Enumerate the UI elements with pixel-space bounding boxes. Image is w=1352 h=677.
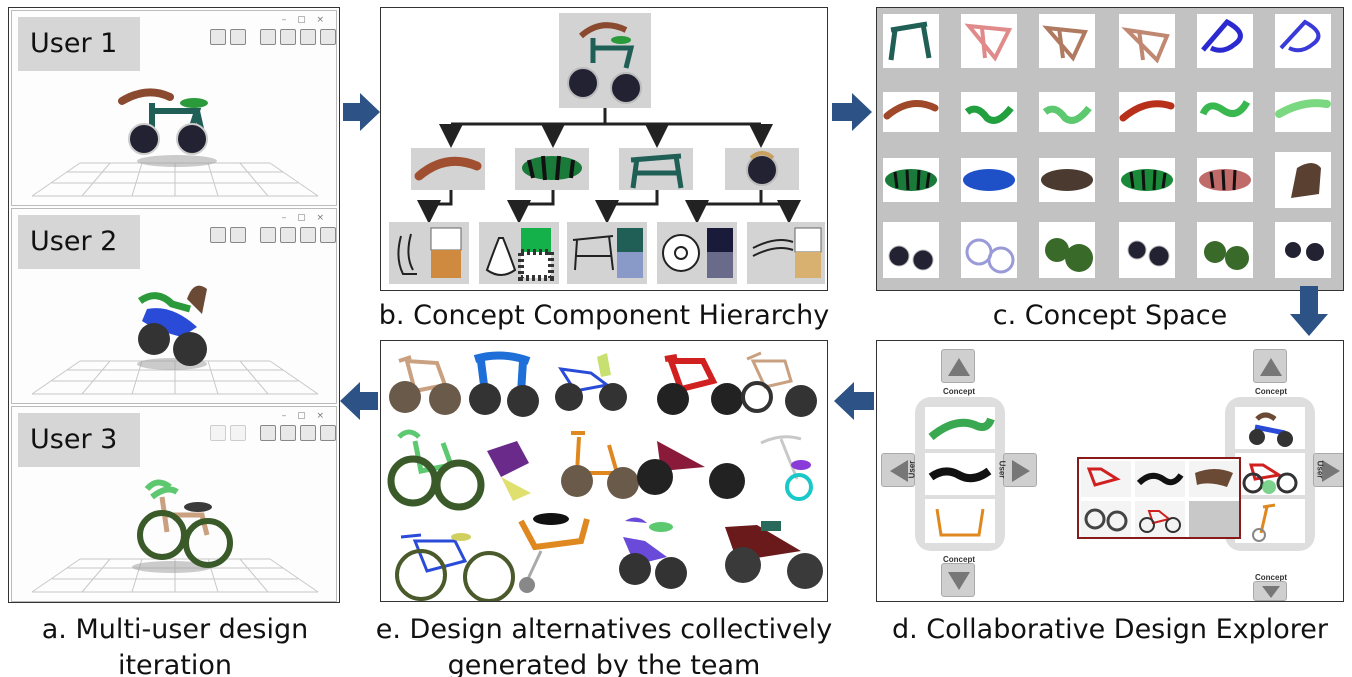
user-left-arrow[interactable] (881, 453, 915, 487)
export-icon[interactable] (320, 425, 336, 441)
user-right-arrow[interactable] (1003, 453, 1037, 487)
user-1-window: User 1 – ▢ × (11, 10, 337, 206)
window-controls-icon[interactable]: – ▢ × (281, 15, 328, 25)
user-3-window: User 3 – ▢ × (11, 406, 337, 602)
selection-tile-saddle[interactable] (1189, 461, 1239, 497)
concept-space-grid (883, 14, 1331, 278)
user-3-viewport[interactable] (12, 407, 337, 602)
upload-icon[interactable] (300, 425, 316, 441)
redo-icon[interactable] (230, 227, 246, 243)
left-explorer-column (915, 397, 1005, 551)
panel-design-alternatives (380, 340, 828, 602)
image-icon[interactable] (260, 29, 276, 45)
bike-alt-5 (741, 351, 817, 417)
selection-tile-seat[interactable] (1135, 461, 1185, 497)
concept-up-arrow[interactable] (941, 349, 975, 383)
concept-label-top-right: Concept (1255, 387, 1287, 396)
concept-down-arrow[interactable] (941, 563, 975, 597)
export-icon[interactable] (320, 29, 336, 45)
undo-icon[interactable] (210, 29, 226, 45)
caption-d: d. Collaborative Design Explorer (891, 614, 1328, 645)
redo-icon[interactable] (230, 425, 246, 441)
bike-alt-12 (518, 513, 590, 593)
export-icon[interactable] (320, 227, 336, 243)
arrow-d-to-e (834, 382, 874, 420)
user-3-tag: User 3 (18, 413, 140, 467)
user-1-viewport[interactable] (12, 11, 337, 206)
upload-icon[interactable] (300, 29, 316, 45)
user-label-left: User (907, 460, 917, 479)
undo-icon[interactable] (210, 425, 226, 441)
concept-up-arrow-right[interactable] (1253, 349, 1287, 383)
bike-alt-8 (561, 431, 639, 499)
user-right-arrow-right[interactable] (1313, 453, 1343, 487)
selection-tile-wheels[interactable] (1081, 501, 1131, 537)
caption-c: c. Concept Space (992, 300, 1228, 331)
window-controls-icon[interactable]: – ▢ × (281, 213, 328, 223)
bike-alt-13 (619, 517, 687, 589)
image-icon[interactable] (260, 425, 276, 441)
arrow-b-to-c (832, 93, 872, 131)
explorer-tile-bike-1[interactable] (1235, 407, 1305, 449)
bike-alt-4 (657, 354, 743, 415)
selection-tile-bike[interactable] (1135, 501, 1185, 537)
user-2-tag: User 2 (18, 215, 140, 269)
user-label-right: User (1315, 460, 1325, 479)
caption-a: a. Multi-user design iteration (41, 614, 309, 677)
undo-icon[interactable] (210, 227, 226, 243)
bike-alt-9 (637, 433, 745, 499)
bike-alt-2 (469, 351, 539, 417)
bike-alt-3 (555, 353, 627, 411)
bike-alt-11 (395, 533, 515, 601)
bike-alt-1 (389, 355, 461, 415)
bike-alt-7 (487, 441, 531, 501)
explorer-tile-bike-3[interactable] (1235, 499, 1305, 543)
arrow-a-to-b (343, 93, 380, 131)
concept-down-arrow-right[interactable] (1253, 581, 1287, 601)
save-icon[interactable] (280, 227, 296, 243)
window-controls-icon[interactable]: – ▢ × (281, 411, 328, 421)
selection-tile-empty[interactable] (1189, 501, 1239, 537)
selection-grid (1077, 457, 1241, 539)
explorer-tile-seat[interactable] (925, 453, 995, 495)
explorer-tile-frame[interactable] (925, 499, 995, 543)
user-1-tag: User 1 (18, 17, 140, 71)
panel-concept-space (876, 7, 1344, 291)
user-2-window: User 2 – ▢ × (11, 208, 337, 404)
save-icon[interactable] (280, 29, 296, 45)
concept-label-bottom-left: Concept (943, 555, 975, 564)
caption-b: b. Concept Component Hierarchy (378, 300, 830, 331)
bike-alt-14 (725, 521, 823, 589)
user-label-left-right: User (997, 460, 1007, 479)
panel-multi-user: User 1 – ▢ × User 2 – ▢ × (8, 7, 340, 603)
bike-alt-10 (760, 435, 813, 501)
redo-icon[interactable] (230, 29, 246, 45)
concept-label-top-left: Concept (943, 387, 975, 396)
save-icon[interactable] (280, 425, 296, 441)
upload-icon[interactable] (300, 227, 316, 243)
user-2-viewport[interactable] (12, 209, 337, 404)
explorer-tile-handlebar[interactable] (925, 407, 995, 449)
bike-alt-6 (387, 429, 485, 511)
alternatives-collage (387, 351, 823, 601)
image-icon[interactable] (260, 227, 276, 243)
panel-concept-hierarchy (380, 7, 828, 291)
caption-e: e. Design alternatives collectively gene… (375, 614, 833, 677)
concept-label-bottom-right: Concept (1255, 573, 1287, 582)
selection-tile-frame[interactable] (1081, 461, 1131, 497)
explorer-tile-bike-2[interactable] (1235, 453, 1305, 495)
arrow-e-to-a (340, 382, 378, 420)
hierarchy-diagram (389, 13, 825, 284)
panel-design-explorer: Concept User User Concept Concept (876, 340, 1344, 602)
